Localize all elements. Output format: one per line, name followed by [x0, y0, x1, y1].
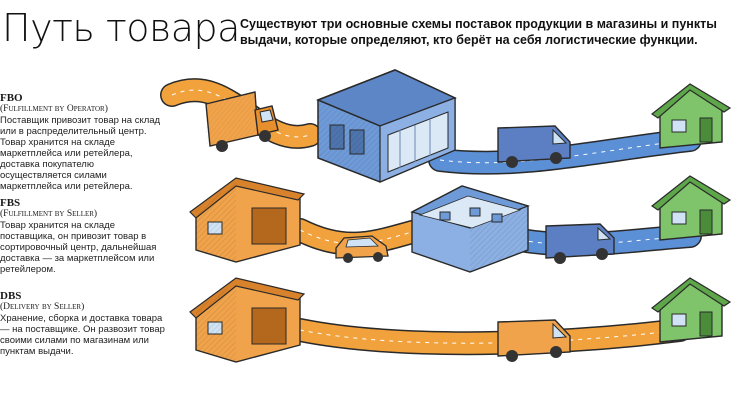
shop-icon: [650, 175, 732, 241]
scheme-full-name: (Fulfillment by Operator): [0, 104, 108, 114]
sorting-center-icon: [410, 185, 531, 273]
fbs-route: [189, 175, 732, 273]
page-title: Путь товара: [2, 6, 240, 50]
scheme-fbo: FBO (Fulfillment by Operator) Поставщик …: [0, 92, 165, 192]
van-icon: [497, 319, 571, 362]
scheme-full-name: (Fulfillment by Seller): [0, 209, 98, 219]
scheme-full-name: (Delivery by Seller): [0, 302, 85, 312]
scheme-code: FBS: [0, 197, 21, 209]
shop-icon: [650, 277, 732, 343]
shop-icon: [650, 83, 732, 149]
seller-warehouse-icon: [189, 177, 306, 263]
scheme-description: Товар хранится на складе поставщика, он …: [0, 220, 157, 275]
scheme-description: Поставщик привозит товар на склад или в …: [0, 115, 161, 192]
scheme-code: FBO: [0, 92, 23, 104]
car-icon: [335, 235, 389, 263]
fbo-route: [160, 69, 732, 183]
dbs-route: [189, 277, 732, 363]
van-icon: [545, 223, 615, 264]
page-subtitle: Существуют три основные схемы поставок п…: [240, 17, 717, 47]
truck-icon: [205, 91, 279, 152]
seller-warehouse-icon: [189, 277, 306, 363]
warehouse-icon: [315, 69, 457, 183]
scheme-fbs: FBS (Fulfillment by Seller) Товар хранит…: [0, 197, 165, 275]
scheme-description: Хранение, сборка и доставка товара — на …: [0, 313, 165, 357]
van-icon: [497, 125, 571, 168]
scheme-dbs: DBS (Delivery by Seller) Хранение, сборк…: [0, 290, 165, 357]
scheme-code: DBS: [0, 290, 22, 302]
